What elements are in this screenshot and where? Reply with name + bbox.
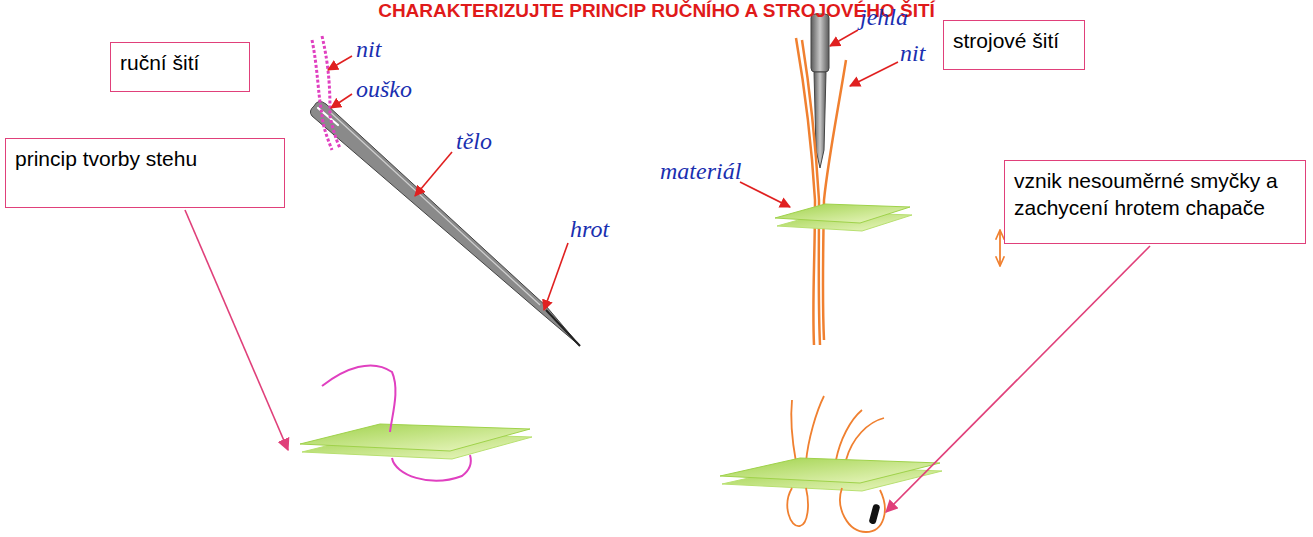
callout-box: ruční šití — [110, 42, 250, 92]
fabric-hand — [300, 424, 532, 459]
box-text: princip tvorby stehu — [15, 145, 275, 172]
title: CHARAKTERIZUJTE PRINCIP RUČNÍHO A STROJO… — [0, 0, 1313, 22]
part-label: hrot — [570, 216, 609, 243]
hand-needle — [310, 101, 580, 346]
loop-thread-bottom — [787, 488, 884, 532]
callout-box: strojové šití — [943, 20, 1085, 70]
hand-thread — [312, 36, 340, 150]
callout-lines — [185, 210, 1150, 512]
hook-tip — [869, 504, 881, 525]
callout-box: princip tvorby stehu — [5, 138, 285, 208]
part-label: materiál — [660, 158, 741, 185]
machine-thread — [796, 38, 846, 345]
part-label: ouško — [356, 76, 412, 103]
motion-arrow — [999, 230, 1001, 266]
loop-thread-top — [791, 396, 884, 462]
callout-box: vznik nesouměrné smyčky a zachycení hrot… — [1004, 160, 1306, 244]
hand-stitch-thread — [322, 365, 471, 480]
part-label: tělo — [456, 128, 492, 155]
part-label: nit — [356, 36, 381, 63]
box-text: ruční šití — [120, 49, 240, 76]
fabric-machine-top — [775, 204, 912, 231]
box-text: strojové šití — [953, 27, 1075, 54]
box-text: vznik nesouměrné smyčky a zachycení hrot… — [1014, 167, 1296, 222]
part-label: jehla — [860, 4, 908, 31]
fabric-machine-bottom — [720, 458, 942, 491]
part-label: nit — [900, 40, 925, 67]
